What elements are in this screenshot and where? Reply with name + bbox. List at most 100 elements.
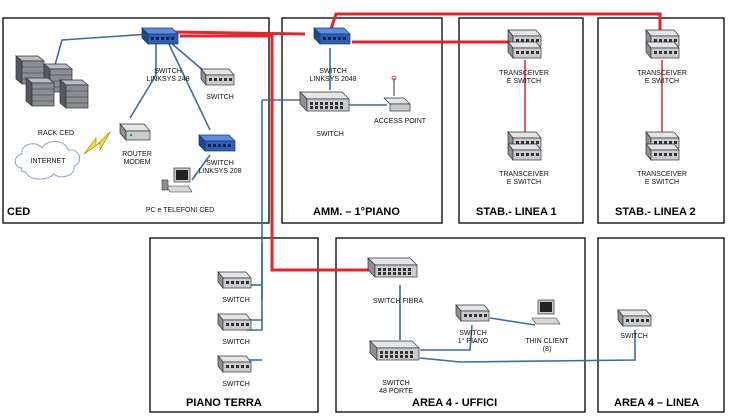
switch-icon <box>507 41 542 59</box>
switch-icon <box>141 27 179 45</box>
switch-fibra: SWITCH FIBRA <box>367 257 423 305</box>
router-modem: ROUTER MODEM <box>119 123 152 166</box>
switch-icon <box>200 68 235 86</box>
thin-client: THIN CLIENT (8) <box>525 299 569 353</box>
pc-icon <box>161 167 193 193</box>
link-sw-208 <box>167 41 211 131</box>
pc-icon <box>531 299 561 325</box>
fiber-links <box>169 12 662 272</box>
pc-ced-label: PC e TELEFONI CED <box>146 207 214 214</box>
link-rack <box>54 33 151 66</box>
transceiver-label-line1: TRANSCEIVER <box>499 171 549 178</box>
zone-area4-uffici-title: AREA 4 - UFFICI <box>412 397 497 409</box>
zone-piano-terra-title: PIANO TERRA <box>186 397 262 409</box>
switch-248-line1: SWITCH <box>154 68 182 75</box>
transceiver-stab1-top: TRANSCEIVER E SWITCH <box>499 29 549 85</box>
fiber-links-stab <box>524 60 663 138</box>
zone-ced-box <box>2 17 270 224</box>
transceiver-label-line1: TRANSCEIVER <box>637 171 687 178</box>
switch-icon <box>217 271 252 289</box>
switch-icon <box>617 309 652 327</box>
lightning-icon <box>83 131 111 155</box>
link-48-linea <box>419 330 636 363</box>
transceiver-label-line1: TRANSCEIVER <box>499 70 549 77</box>
switch-208-line1: SWITCH <box>206 160 234 167</box>
switch-pt2-label: SWITCH <box>222 339 250 346</box>
fiber-stab2 <box>328 12 662 42</box>
transceiver-stab2-bottom: TRANSCEIVER E SWITCH <box>637 131 687 186</box>
link-pc <box>191 154 211 181</box>
pc-ced: PC e TELEFONI CED <box>146 167 214 214</box>
access-point: ACCESS POINT <box>374 75 427 125</box>
switch-piano-terra-1: SWITCH <box>217 271 252 304</box>
transceiver-label-line2: E SWITCH <box>645 78 679 85</box>
switch-linksys-2048: SWITCH LINKSYS 2048 <box>309 27 357 83</box>
switch-piano-terra-3: SWITCH <box>217 355 252 388</box>
switch-icon <box>645 143 680 161</box>
switch-ced-small-label: SWITCH <box>206 94 234 101</box>
link-router <box>129 40 157 119</box>
switch-linksys-208: SWITCH LINKSYS 208 <box>198 134 242 175</box>
thin-client-line2: (8) <box>543 346 552 353</box>
router-label-line2: MODEM <box>124 159 151 166</box>
switch-208-line2: LINKSYS 208 <box>198 168 241 175</box>
switch-1-piano: SWITCH 1° PIANO <box>455 304 490 345</box>
switch-icon <box>299 91 350 112</box>
router-icon <box>119 123 151 141</box>
zone-ced-title: CED <box>7 206 30 218</box>
transceiver-label-line2: E SWITCH <box>507 179 541 186</box>
zone-area4-linea-title: AREA 4 – LINEA <box>614 397 699 409</box>
access-point-icon <box>383 75 411 112</box>
transceiver-label-line2: E SWITCH <box>645 179 679 186</box>
switch-48-line1: SWITCH <box>382 380 410 387</box>
switch-pt1-label: SWITCH <box>222 297 250 304</box>
fiber-ced-amm <box>169 30 306 36</box>
switch-2048-line2: LINKSYS 2048 <box>309 76 356 83</box>
switch-248-line2: LINKSYS 248 <box>146 76 189 83</box>
switch-linea-label: SWITCH <box>620 333 648 340</box>
transceiver-label-line1: TRANSCEIVER <box>637 70 687 77</box>
rack-ced: RACK CED <box>15 55 89 137</box>
fiber-ced-fibra <box>180 34 373 272</box>
zone-stab1-title: STAB.- LINEA 1 <box>476 206 557 218</box>
switch-amm: SWITCH <box>299 91 350 138</box>
zone-titles: CED AMM. – 1°PIANO STAB.- LINEA 1 STAB.-… <box>7 206 699 409</box>
transceiver-stab1-bottom: TRANSCEIVER E SWITCH <box>499 131 549 186</box>
switch-linksys-248: SWITCH LINKSYS 248 <box>141 27 190 83</box>
switch-48-porte: SWITCH 48 PORTE <box>369 340 420 395</box>
switch-icon <box>313 27 351 45</box>
access-point-label: ACCESS POINT <box>374 118 427 125</box>
link-thin-client <box>489 317 536 326</box>
link-48-1piano <box>420 324 473 351</box>
thin-client-line1: THIN CLIENT <box>525 338 569 345</box>
switch-piano-terra-2: SWITCH <box>217 313 252 346</box>
server-rack-icon <box>59 79 89 109</box>
zone-area4-linea-box <box>597 237 725 413</box>
switch-ced-small: SWITCH <box>200 68 235 101</box>
switch-icon <box>645 41 680 59</box>
switch-icon <box>455 304 490 322</box>
switch-icon <box>367 257 418 278</box>
switch-linea: SWITCH <box>617 309 652 340</box>
router-label-line1: ROUTER <box>122 151 152 158</box>
switch-1piano-line1: SWITCH <box>459 330 487 337</box>
zone-stab2-title: STAB.- LINEA 2 <box>615 206 696 218</box>
internet-cloud: INTERNET <box>14 141 81 180</box>
link-sw-small <box>169 41 206 73</box>
internet-label: INTERNET <box>31 158 67 165</box>
switch-fibra-label: SWITCH FIBRA <box>373 298 423 305</box>
switch-icon <box>217 355 252 373</box>
rack-ced-label: RACK CED <box>38 130 74 137</box>
switch-2048-line1: SWITCH <box>319 68 347 75</box>
switch-1piano-line2: 1° PIANO <box>458 337 489 345</box>
switch-amm-label: SWITCH <box>316 131 344 138</box>
switch-icon <box>198 134 236 152</box>
transceiver-label-line2: E SWITCH <box>507 78 541 85</box>
switch-48-line2: 48 PORTE <box>379 388 413 395</box>
zone-amm-title: AMM. – 1°PIANO <box>313 206 400 218</box>
switch-icon <box>369 340 420 361</box>
zone-amm-box <box>281 17 443 224</box>
switch-icon <box>507 143 542 161</box>
server-rack-icon <box>25 77 55 107</box>
